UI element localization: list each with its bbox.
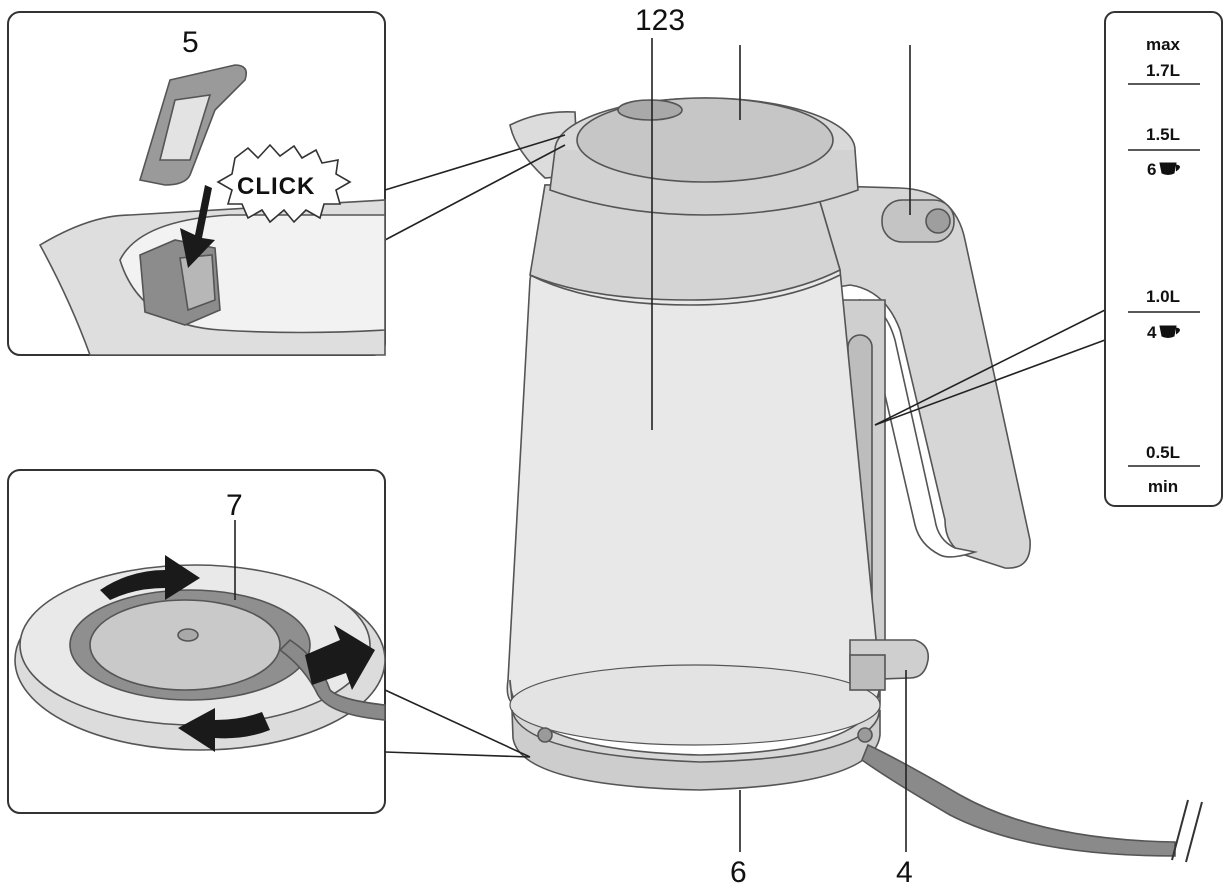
rotate-arrow-bottom: [178, 708, 270, 752]
scale-min-label: min: [1148, 477, 1178, 496]
cable-clip-tab: [849, 654, 886, 691]
inset-base-zoom-b: [384, 751, 531, 758]
filter-slot-front: [179, 254, 216, 312]
lid-button: [617, 99, 683, 121]
handle-grip-opening: [858, 298, 979, 558]
base-rim: [511, 709, 881, 791]
base-foot-left: [537, 727, 553, 743]
filter-mesh: [158, 94, 212, 161]
scale-cups-4: 4: [1147, 323, 1157, 342]
inset-filter: CLICK 5: [7, 11, 566, 356]
center-pin: [177, 628, 199, 642]
cord-break-mark: [1171, 799, 1203, 863]
scale-mark-1-0: 1.0L: [1146, 287, 1180, 306]
cup-icon-4: [1159, 325, 1180, 338]
leader-gauge-b: [874, 339, 1106, 426]
kettle: [506, 97, 1176, 857]
scale-cups-6: 6: [1147, 160, 1156, 179]
scale-max-volume: 1.7L: [1146, 61, 1180, 80]
callout-5: 5: [182, 26, 199, 59]
click-burst: [216, 143, 352, 224]
callout-7: 7: [226, 489, 243, 522]
switch-light: [925, 208, 951, 234]
leader-lines: [651, 38, 1106, 852]
scale-mark-1-5: 1.5L: [1146, 125, 1180, 144]
click-label: CLICK: [237, 173, 315, 200]
base-top: [509, 664, 881, 746]
inset-base: 7: [7, 469, 531, 814]
cup-icon-6: [1159, 162, 1180, 175]
scale-max-label: max: [1146, 35, 1181, 54]
power-cord: [861, 743, 1176, 857]
inset-filter-zoom-a: [384, 134, 566, 191]
inset-filter-zoom-b: [384, 144, 566, 241]
upper-band: [529, 184, 841, 301]
band-divider: [529, 274, 841, 306]
scale-frame: [1104, 11, 1223, 507]
connector-plate: [89, 599, 281, 691]
leader-gauge-a: [874, 309, 1106, 426]
lid: [576, 97, 834, 183]
callout-4: 4: [896, 856, 913, 889]
callout-123: 123: [635, 4, 685, 37]
rotate-arrow-top: [100, 555, 200, 600]
scale-mark-0-5: 0.5L: [1146, 443, 1180, 462]
cord-out-arrow: [305, 625, 375, 690]
inset-base-zoom-a: [384, 689, 531, 758]
insert-arrow: [180, 185, 215, 268]
callout-6: 6: [730, 856, 747, 889]
water-scale-panel: max 1.7L 1.5L 6 1.0L 4 0.5L min: [1104, 11, 1223, 507]
base-foot-right: [857, 727, 873, 743]
